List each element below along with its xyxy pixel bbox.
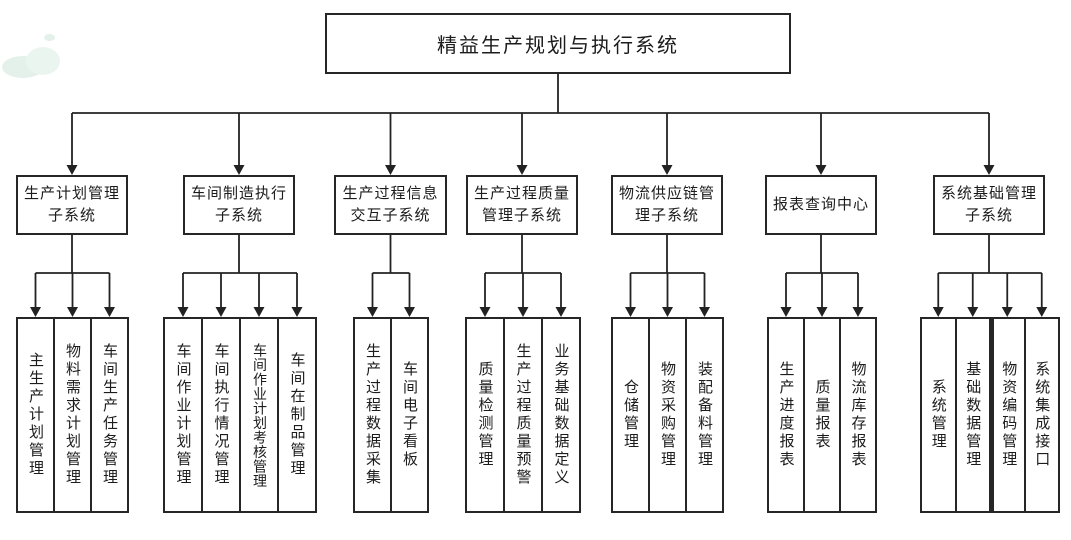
leaf-node: 主生产计划管理 [16,317,55,513]
leaf-node: 基础数据管理 [954,317,991,513]
leaf-node: 车间在制品管理 [277,317,317,513]
leaf-label: 质量报表 [813,379,832,451]
leaf-node: 质量报表 [803,317,841,513]
leaf-label: 基础数据管理 [964,361,983,469]
leaf-label: 主生产计划管理 [27,352,45,478]
leaf-label: 生产过程质量预警 [514,343,533,487]
leaf-label: 生产进度报表 [777,361,796,469]
leaf-node: 物资采购管理 [648,317,687,513]
leaf-node: 车间执行情况管理 [201,317,241,513]
leaf-node: 质量检测管理 [465,317,505,513]
leaf-label: 车间执行情况管理 [212,343,231,487]
subsystem-node: 物流供应链管 理子系统 [611,175,723,235]
leaf-label: 车间电子看板 [401,361,419,469]
leaf-label: 车间生产任务管理 [101,343,119,487]
leaf-label: 装配备料管理 [696,361,714,469]
leaf-node: 车间作业计划管理 [163,317,203,513]
leaf-label: 质量检测管理 [476,361,495,469]
leaf-node: 生产进度报表 [767,317,805,513]
leaf-label: 系统集成接口 [1033,361,1052,469]
subsystem-node: 系统基础管理 子系统 [933,175,1045,235]
leaf-label: 物流库存报表 [849,361,868,469]
leaf-label: 物资编码管理 [1000,361,1019,469]
leaf-label: 业务基础数据定义 [552,343,571,487]
leaf-node: 车间作业计划考核管理 [239,317,279,513]
leaf-label: 生产过程数据采集 [364,343,382,487]
subsystem-node: 报表查询中心 [765,175,877,235]
leaf-node: 仓储管理 [611,317,650,513]
leaf-node: 生产过程质量预警 [503,317,543,513]
leaf-node: 系统集成接口 [1023,317,1060,513]
root-node: 精益生产规划与执行系统 [325,13,791,74]
leaf-label: 物料需求计划管理 [64,343,82,487]
leaf-node: 物资编码管理 [989,317,1026,513]
leaf-node: 业务基础数据定义 [541,317,581,513]
leaf-node: 生产过程数据采集 [353,317,392,513]
subsystem-node: 生产过程信息 交互子系统 [334,175,447,235]
leaf-label: 物资采购管理 [659,361,677,469]
leaf-node: 物流库存报表 [839,317,877,513]
leaf-label: 仓储管理 [622,379,640,451]
leaf-label: 车间在制品管理 [288,352,307,478]
leaf-label: 车间作业计划管理 [174,343,193,487]
leaf-node: 物料需求计划管理 [53,317,92,513]
leaf-label: 车间作业计划考核管理 [251,342,267,488]
leaf-node: 车间电子看板 [390,317,429,513]
leaf-node: 装配备料管理 [685,317,724,513]
subsystem-node: 车间制造执行 子系统 [183,175,295,235]
leaf-node: 车间生产任务管理 [90,317,129,513]
subsystem-node: 生产计划管理 子系统 [16,175,128,235]
leaf-label: 系统管理 [929,379,948,451]
subsystem-node: 生产过程质量 管理子系统 [466,175,578,235]
leaf-node: 系统管理 [920,317,957,513]
